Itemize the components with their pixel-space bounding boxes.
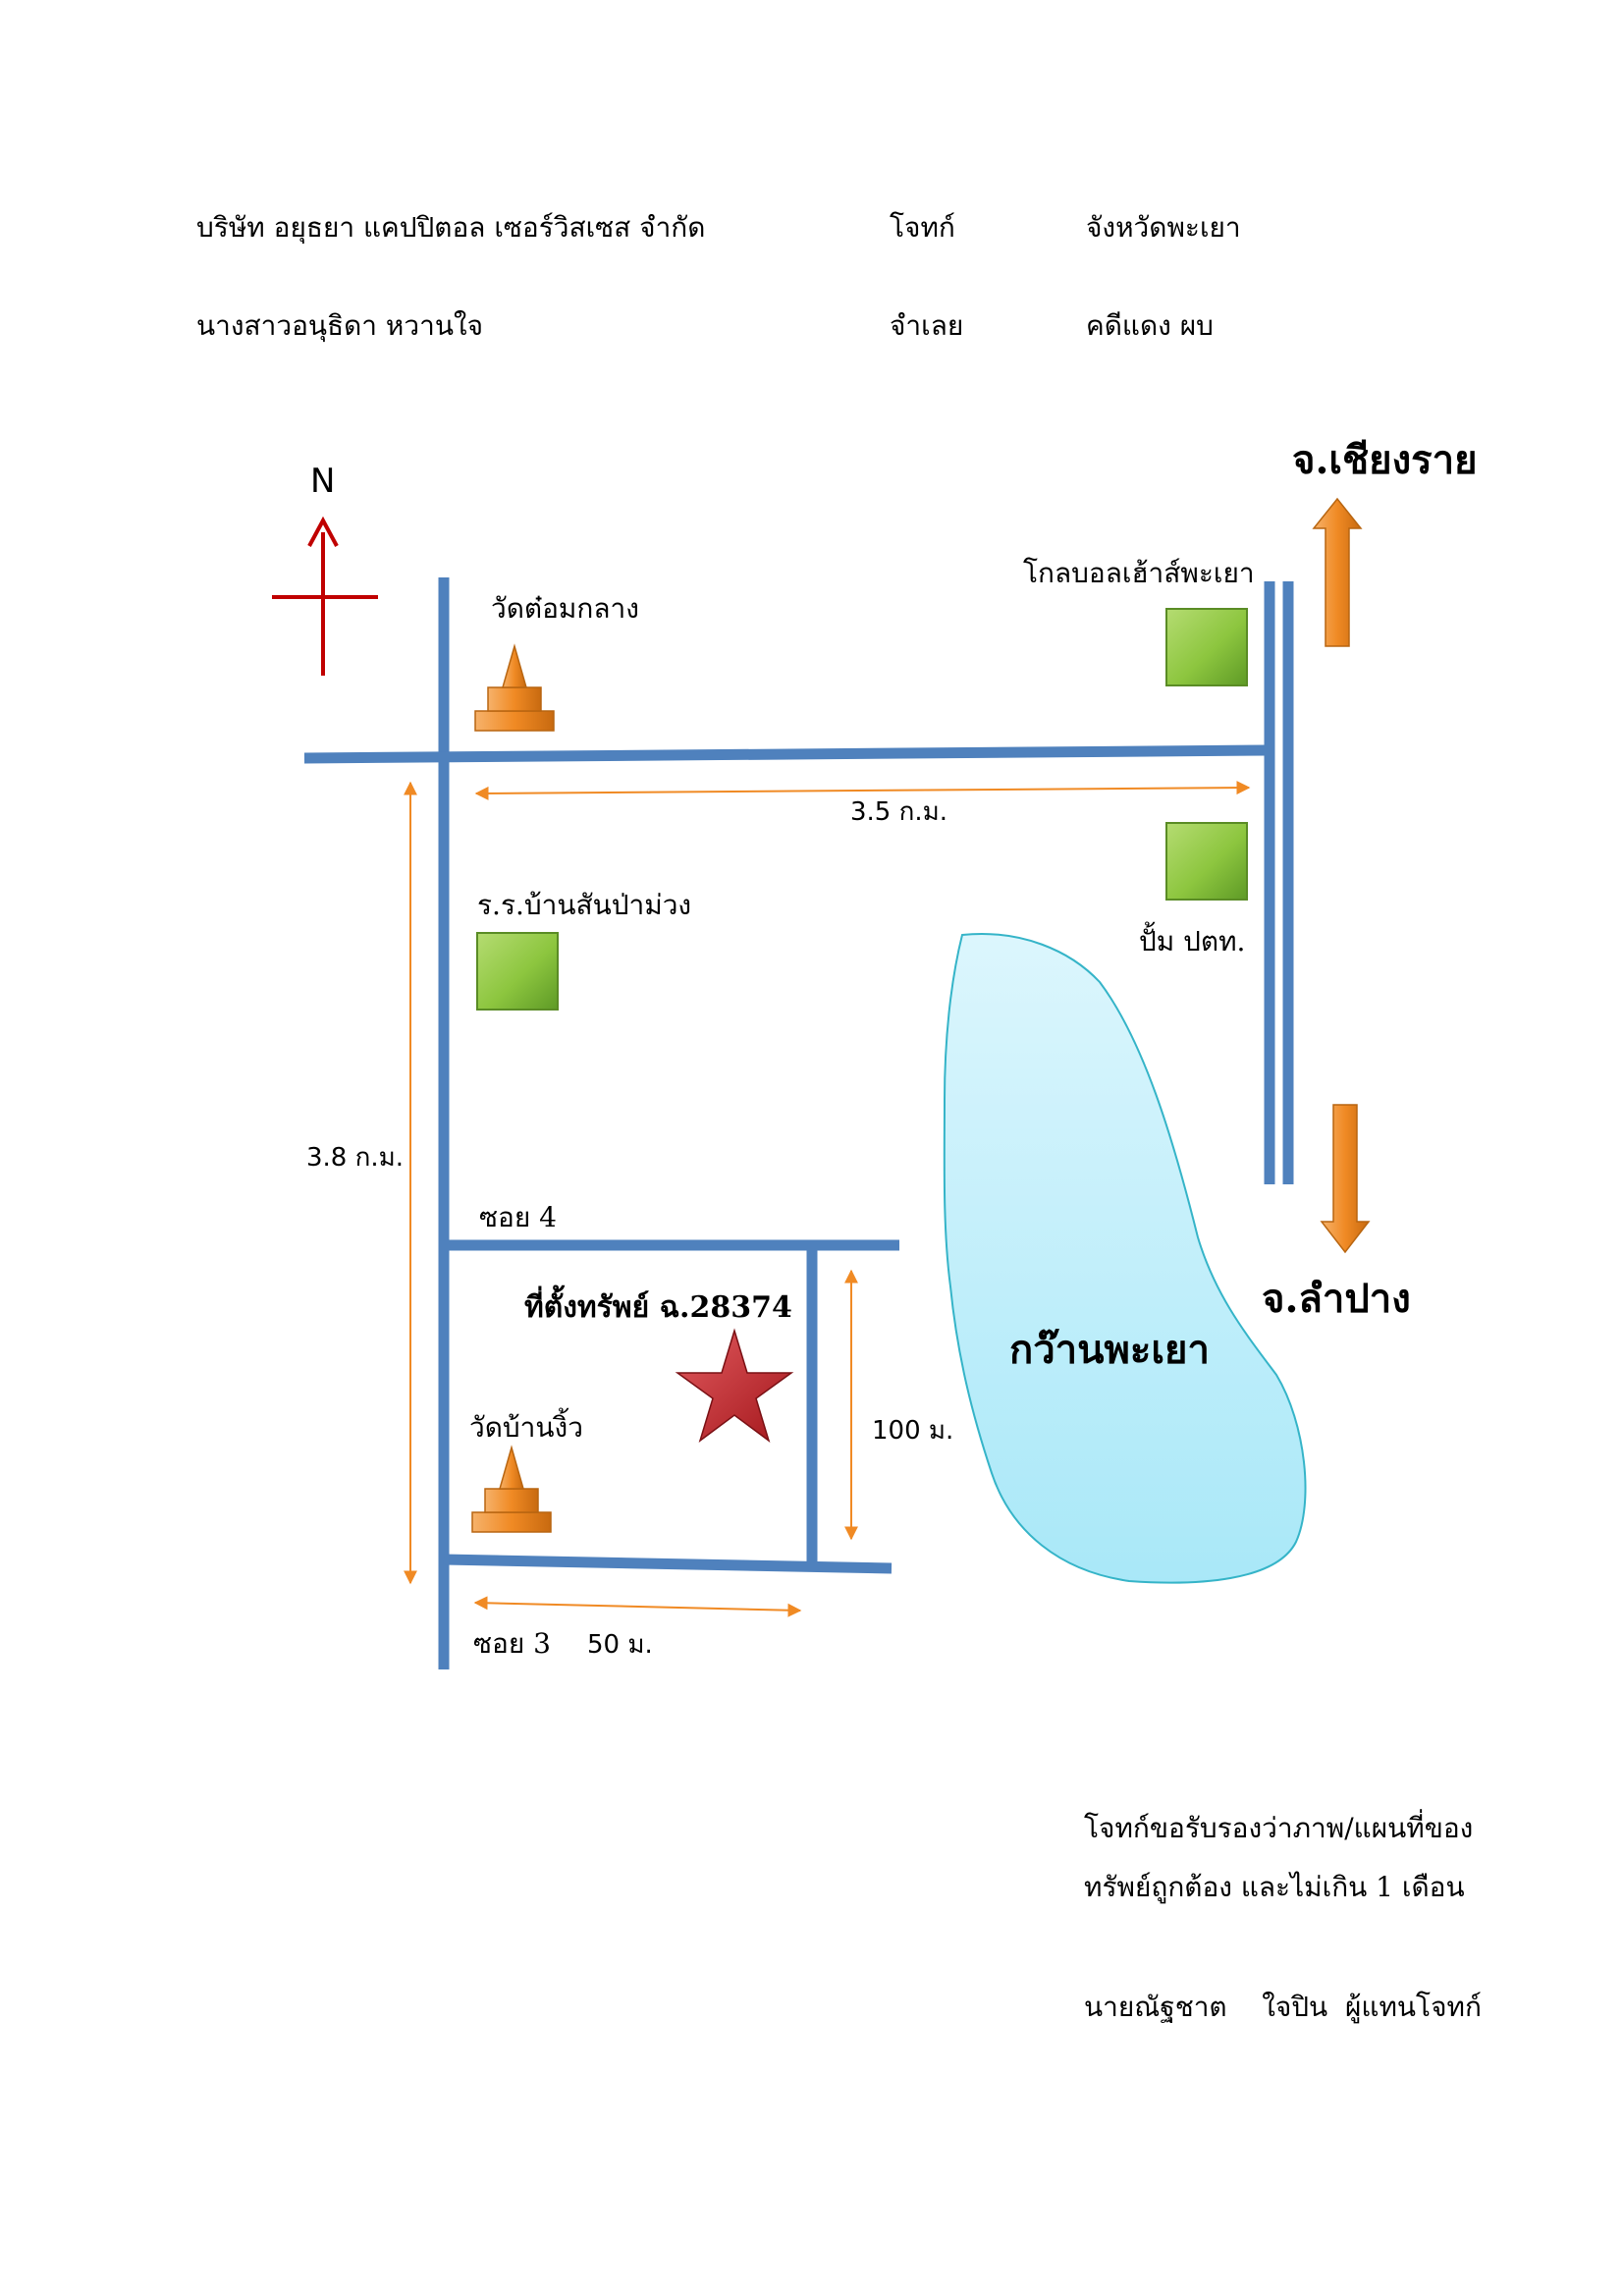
defendant-name: นางสาวอนุธิดา หวานใจ xyxy=(196,309,484,342)
north-direction-arrow-icon xyxy=(1312,497,1363,647)
global-house-label: โกลบอลเฮ้าส์พะเยา xyxy=(1023,557,1255,589)
plaintiff-name: บริษัท อยุธยา แคปปิตอล เซอร์วิสเซส จำกัด xyxy=(196,211,706,244)
property-horizontal-distance-label: 50 ม. xyxy=(587,1630,653,1660)
left-distance-label: 3.8 ก.ม. xyxy=(306,1143,405,1173)
top-distance-label: 3.5 ก.ม. xyxy=(850,797,948,827)
gas-station-building-icon xyxy=(1165,822,1248,901)
defendant-role: จำเลย xyxy=(890,309,964,342)
property-star-icon xyxy=(675,1328,794,1443)
top-cross-road xyxy=(303,744,1270,764)
soi4-label: ซอย 4 xyxy=(479,1201,557,1233)
roads xyxy=(303,577,1294,1669)
certify-line-2: ทรัพย์ถูกต้อง และไม่เกิน 1 เดือน xyxy=(1084,1871,1465,1903)
north-city-label: จ.เชียงราย xyxy=(1292,437,1478,483)
school-building-icon xyxy=(476,932,559,1011)
north-label: N xyxy=(310,462,336,501)
case-number: คดีแดง ผบ xyxy=(1086,309,1214,342)
temple-bottom-label: วัดบ้านงิ้ว xyxy=(469,1411,583,1444)
south-city-label: จ.ลำปาง xyxy=(1262,1276,1411,1322)
global-house-building-icon xyxy=(1165,608,1248,686)
temple-top-icon xyxy=(474,643,555,732)
gas-station-label: ปั้ม ปตท. xyxy=(1139,925,1246,957)
north-arrow-icon xyxy=(272,516,378,676)
soi3-road xyxy=(443,1554,893,1574)
temple-bottom-icon xyxy=(471,1445,552,1533)
province-label: จังหวัดพะเยา xyxy=(1086,211,1241,244)
south-direction-arrow-icon xyxy=(1320,1104,1371,1254)
property-vertical-distance-label: 100 ม. xyxy=(872,1416,954,1446)
lake-label: กว๊านพะเยา xyxy=(1009,1327,1210,1373)
school-label: ร.ร.บ้านสันป่าม่วง xyxy=(477,889,692,921)
soi3-label: ซอย 3 xyxy=(473,1627,551,1660)
property-label: ที่ตั้งทรัพย์ ฉ.28374 xyxy=(524,1290,792,1325)
certify-line-1: โจทก์ขอรับรองว่าภาพ/แผนที่ของ xyxy=(1084,1812,1474,1844)
lake-shape xyxy=(943,933,1307,1584)
signer-line: นายณัฐชาต ใจปิน ผู้แทนโจทก์ xyxy=(1084,1991,1482,2023)
temple-top-label: วัดต๋อมกลาง xyxy=(491,592,639,625)
top-distance-line xyxy=(474,781,1251,800)
plaintiff-role: โจทก์ xyxy=(890,211,955,244)
property-horizontal-distance-line xyxy=(473,1596,802,1617)
